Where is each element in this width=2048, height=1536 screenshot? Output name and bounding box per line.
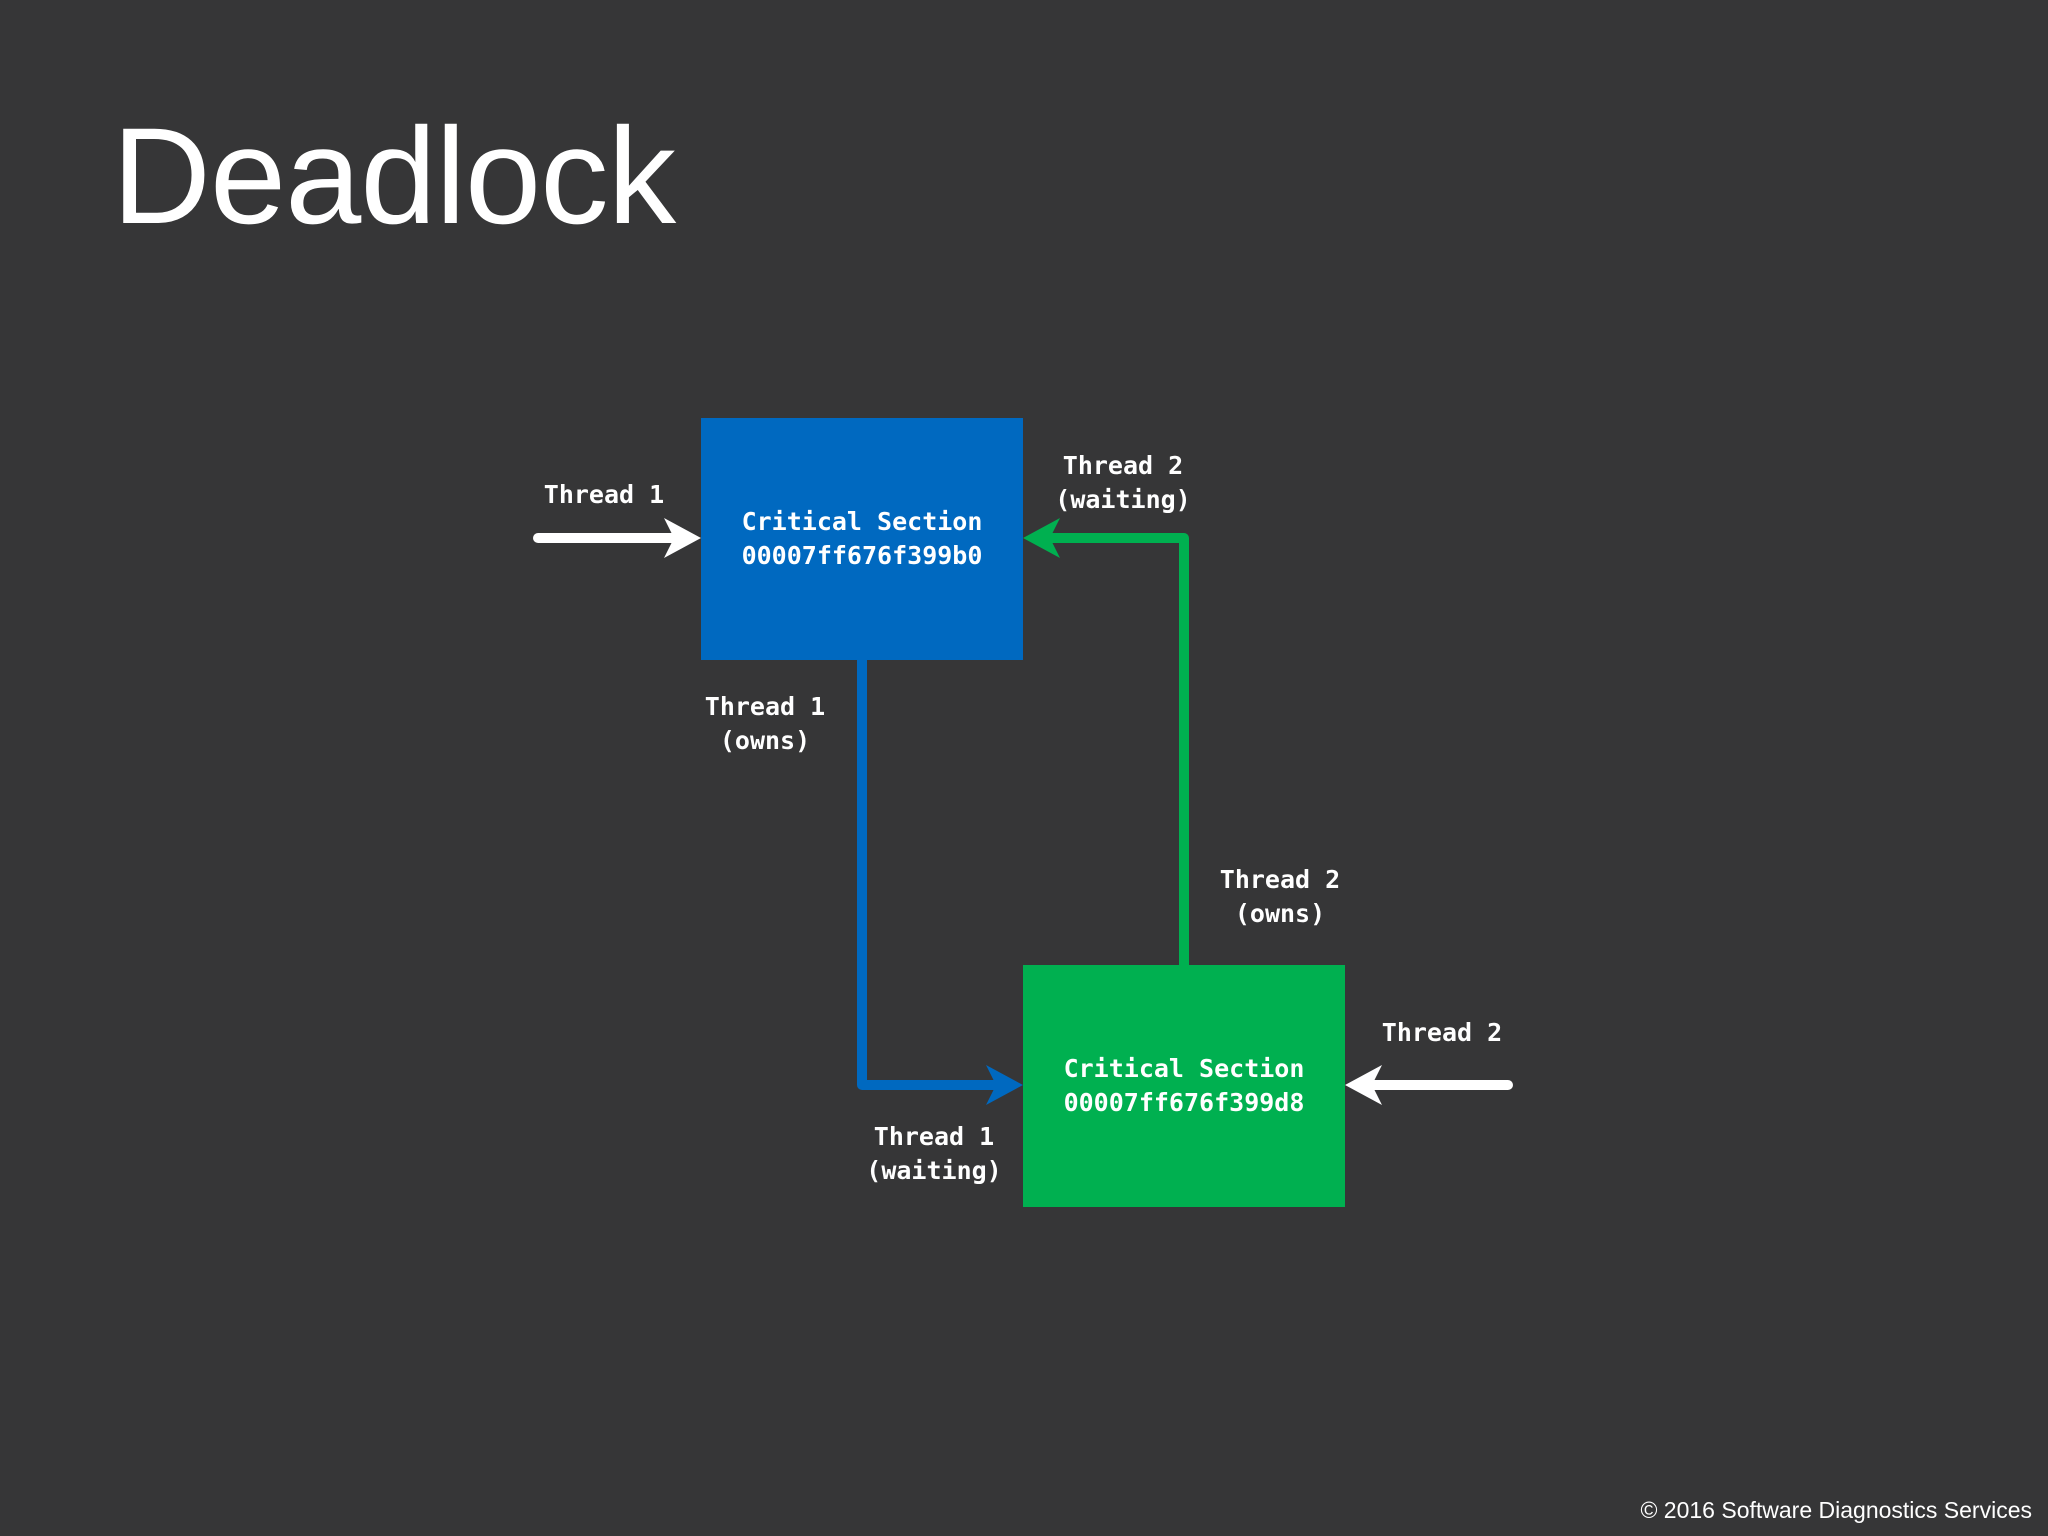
box2-line2: 00007ff676f399d8: [1064, 1088, 1305, 1117]
box1-line1: Critical Section: [742, 507, 983, 536]
label-thread2-owns-line1: Thread 2: [1220, 865, 1340, 894]
label-thread2-waiting-line2: (waiting): [1055, 485, 1190, 514]
critical-section-box-1: [701, 418, 1023, 660]
thread1-incoming-arrow: [533, 518, 701, 558]
box1-line2: 00007ff676f399b0: [742, 541, 983, 570]
thread2-waiting-connector: [1023, 518, 1189, 965]
slide-title: Deadlock: [112, 100, 676, 253]
label-thread1-in: Thread 1: [544, 480, 664, 509]
copyright-footer: © 2016 Software Diagnostics Services: [1640, 1497, 2032, 1523]
label-thread1-waiting-line2: (waiting): [866, 1156, 1001, 1185]
label-thread2-owns-line2: (owns): [1235, 899, 1325, 928]
label-thread2-waiting-line1: Thread 2: [1063, 451, 1183, 480]
label-thread1-waiting-line1: Thread 1: [874, 1122, 994, 1151]
thread1-waiting-connector: [857, 660, 1023, 1105]
critical-section-box-2: [1023, 965, 1345, 1207]
box2-line1: Critical Section: [1064, 1054, 1305, 1083]
label-thread1-owns-line1: Thread 1: [705, 692, 825, 721]
label-thread1-owns-line2: (owns): [720, 726, 810, 755]
thread2-incoming-arrow: [1345, 1065, 1513, 1105]
label-thread2-in: Thread 2: [1382, 1018, 1502, 1047]
